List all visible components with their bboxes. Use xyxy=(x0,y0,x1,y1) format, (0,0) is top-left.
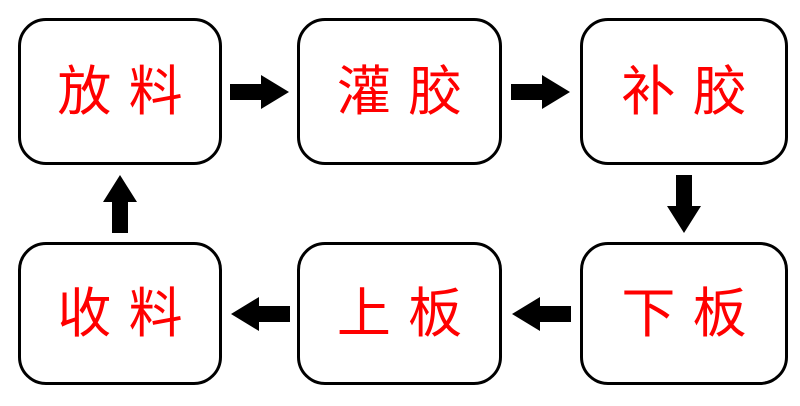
arrow-bujiao-to-xiaban xyxy=(580,165,788,242)
arrow-shangban-to-shouliao xyxy=(222,242,297,385)
node-guan-jiao: 灌 胶 xyxy=(297,18,502,165)
up-arrow-icon xyxy=(103,174,137,233)
down-arrow-icon xyxy=(667,174,701,233)
arrow-guanjiao-to-bujiao xyxy=(502,18,580,165)
node-shang-ban-label: 上 板 xyxy=(336,281,463,345)
node-bu-jiao: 补 胶 xyxy=(580,18,788,165)
node-shou-liao-label: 收 料 xyxy=(57,281,183,345)
right-arrow-icon xyxy=(511,74,570,109)
node-bu-jiao-label: 补 胶 xyxy=(621,59,747,123)
arrow-xiaban-to-shangban xyxy=(502,242,580,385)
left-arrow-icon xyxy=(230,296,290,331)
right-arrow-icon xyxy=(229,74,289,109)
node-shang-ban: 上 板 xyxy=(297,242,502,385)
node-xia-ban: 下 板 xyxy=(580,242,788,385)
node-shou-liao: 收 料 xyxy=(18,242,222,385)
node-guan-jiao-label: 灌 胶 xyxy=(336,59,463,123)
arrow-fangliao-to-guanjiao xyxy=(222,18,297,165)
flowchart-grid: 放 料 灌 胶 补 胶 xyxy=(18,18,788,385)
node-fang-liao-label: 放 料 xyxy=(57,59,183,123)
arrow-shouliao-to-fangliao xyxy=(18,165,222,242)
node-fang-liao: 放 料 xyxy=(18,18,222,165)
left-arrow-icon xyxy=(512,296,571,331)
node-xia-ban-label: 下 板 xyxy=(621,281,747,345)
